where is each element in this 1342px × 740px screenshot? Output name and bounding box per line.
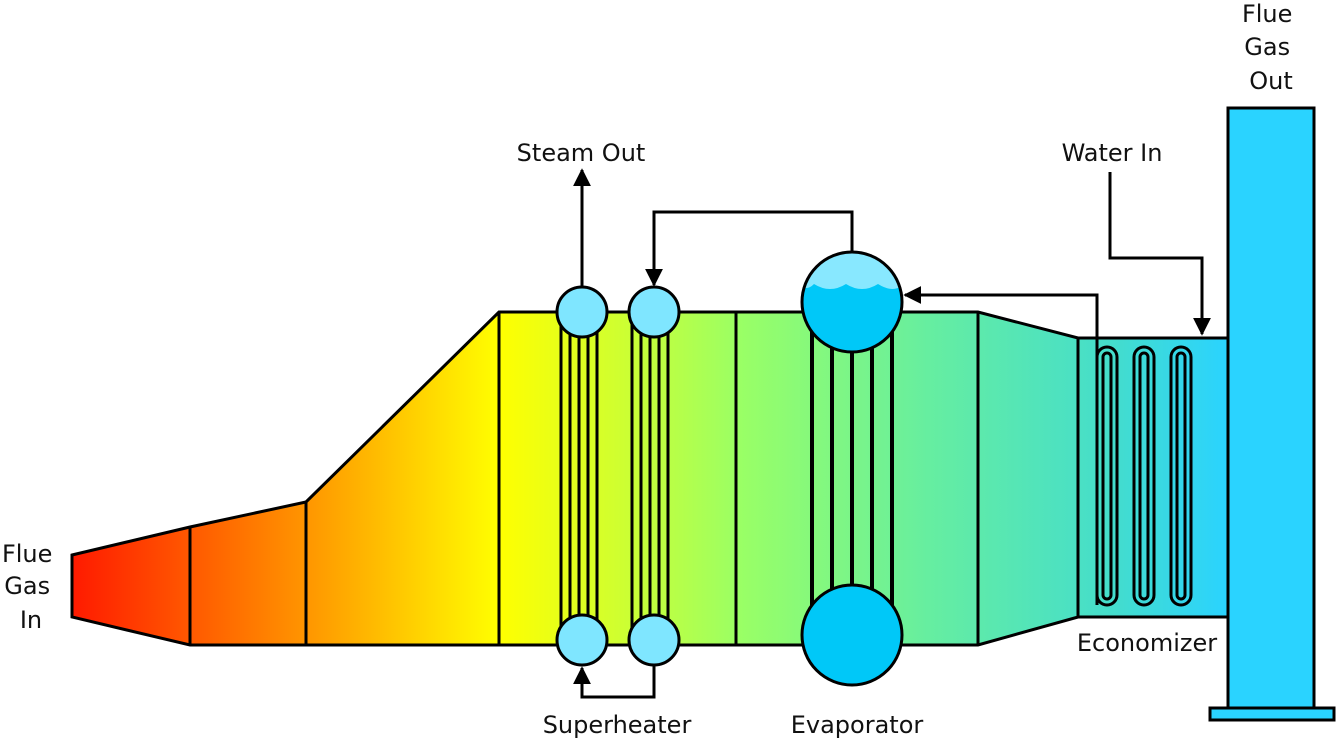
evaporator-tube-bank xyxy=(810,312,894,635)
water-in-arrow xyxy=(1108,172,1211,336)
flue-gas-in-label: Flue Gas In xyxy=(2,540,60,634)
steam-out-label: Steam Out xyxy=(517,139,646,167)
economizer-label: Economizer xyxy=(1077,629,1217,657)
water-in-label: Water In xyxy=(1062,139,1163,167)
mud-drum xyxy=(800,583,904,687)
steam-drum xyxy=(800,250,904,354)
superheater-label: Superheater xyxy=(543,711,692,739)
economizer-to-drum-line xyxy=(903,286,1099,605)
flue-gas-out-label: Flue Gas Out xyxy=(1242,0,1300,95)
superheater-lower-header-2 xyxy=(627,613,681,667)
drum-to-superheater-line xyxy=(645,210,854,287)
superheater-tube-bank xyxy=(559,312,670,638)
superheater-inlet-header xyxy=(627,285,681,339)
superheater-outlet-header xyxy=(555,285,609,339)
stack-base xyxy=(1208,706,1336,722)
superheater-lower-header-1 xyxy=(555,613,609,667)
duct-section-dividers xyxy=(188,312,1080,645)
exhaust-stack xyxy=(1226,106,1316,710)
evaporator-label: Evaporator xyxy=(791,711,924,739)
superheater-crossover-arrow xyxy=(573,665,656,699)
